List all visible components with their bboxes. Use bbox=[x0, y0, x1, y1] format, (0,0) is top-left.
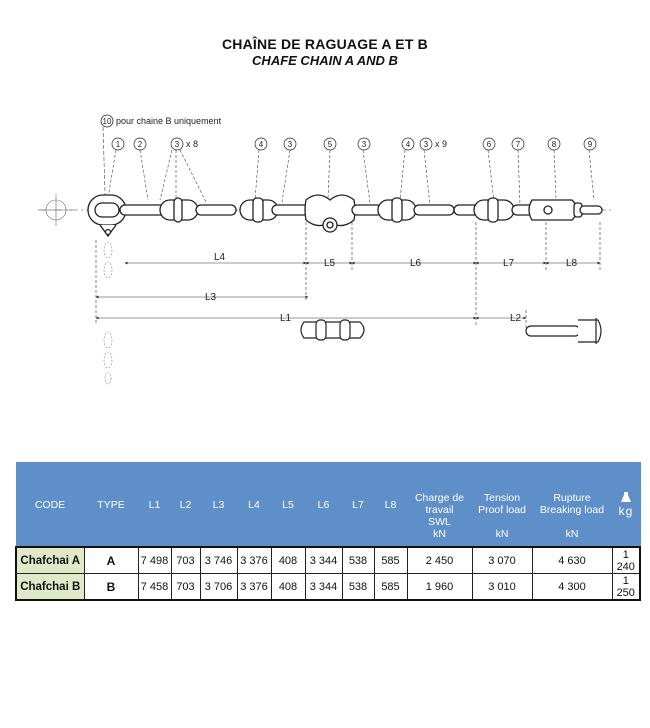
cell-weight: 1 240 bbox=[611, 546, 641, 574]
chafe-chain-diagram: 10 pour chaine B uniquement 1 2 3 x 8 4 … bbox=[38, 114, 612, 385]
callout-row: 1 2 3 x 8 4 3 5 3 4 3 x 9 6 7 8 9 bbox=[111, 137, 597, 151]
callout-4b: 4 bbox=[406, 140, 411, 149]
header-proof-unit: kN bbox=[495, 528, 509, 540]
table-row: Chafchai B B 7 458 703 3 706 3 376 408 3… bbox=[15, 573, 641, 601]
dimension-lines bbox=[95, 222, 601, 330]
cell-l6: 3 344 bbox=[304, 546, 343, 574]
header-swl-line1: Charge de bbox=[414, 492, 465, 504]
cell-weight: 1 250 bbox=[611, 573, 641, 601]
swivel bbox=[304, 194, 356, 227]
header-l3: L3 bbox=[199, 462, 238, 548]
callout-9: 9 bbox=[588, 140, 593, 149]
cell-code: Chafchai B bbox=[15, 573, 85, 601]
vertical-chain bbox=[103, 241, 113, 385]
header-l7: L7 bbox=[341, 462, 375, 548]
header-swl-line2: travail bbox=[425, 504, 454, 516]
cell-l4: 3 376 bbox=[236, 573, 272, 601]
header-weight: kg bbox=[611, 462, 641, 548]
header-break-line1: Rupture bbox=[553, 492, 591, 504]
header-proof-line1: Tension bbox=[483, 492, 521, 504]
cell-type: A bbox=[83, 546, 139, 574]
cell-swl: 2 450 bbox=[406, 546, 473, 574]
cell-l1: 7 498 bbox=[137, 546, 172, 574]
dim-l5: L5 bbox=[324, 258, 336, 269]
header-weight-unit: kg bbox=[618, 504, 634, 518]
cell-l5: 408 bbox=[270, 573, 306, 601]
header-swl-line3: SWL bbox=[428, 516, 451, 528]
callout-8: 8 bbox=[552, 140, 557, 149]
cell-l2: 703 bbox=[170, 546, 201, 574]
dimension-labels: L4 L5 L6 L7 L8 L3 L1 L2 bbox=[205, 252, 578, 324]
spec-table: CODE TYPE L1 L2 L3 L4 L5 L6 L7 L8 Charge… bbox=[15, 462, 641, 601]
page-title: CHAÎNE DE RAGUAGE A ET B bbox=[222, 36, 428, 52]
callout-3a: 3 bbox=[175, 140, 180, 149]
header-breaking: Rupture Breaking load kN bbox=[531, 462, 613, 548]
header-l5: L5 bbox=[270, 462, 306, 548]
qty-first: x 8 bbox=[186, 139, 198, 149]
cell-l6: 3 344 bbox=[304, 573, 343, 601]
header-proof: Tension Proof load kN bbox=[471, 462, 533, 548]
anchor-point bbox=[40, 194, 72, 226]
table-row: Chafchai A A 7 498 703 3 746 3 376 408 3… bbox=[15, 546, 641, 574]
cell-l3: 3 706 bbox=[199, 573, 238, 601]
dim-l2: L2 bbox=[510, 313, 522, 324]
dim-l6: L6 bbox=[410, 258, 422, 269]
header-code: CODE bbox=[15, 462, 85, 548]
dim-l8: L8 bbox=[566, 258, 578, 269]
detail-parts bbox=[300, 318, 602, 344]
callout-3b: 3 bbox=[288, 140, 293, 149]
callout-3c: 3 bbox=[362, 140, 367, 149]
header-l4: L4 bbox=[236, 462, 272, 548]
header-type: TYPE bbox=[83, 462, 139, 548]
callout-5: 5 bbox=[328, 140, 333, 149]
cell-breaking: 4 300 bbox=[531, 573, 613, 601]
header-proof-line2: Proof load bbox=[478, 504, 526, 516]
cell-l7: 538 bbox=[341, 546, 375, 574]
callout-2: 2 bbox=[138, 140, 143, 149]
callout-7: 7 bbox=[516, 140, 521, 149]
cell-l8: 585 bbox=[373, 546, 408, 574]
cell-proof: 3 010 bbox=[471, 573, 533, 601]
header-break-unit: kN bbox=[565, 528, 579, 540]
shackle bbox=[528, 199, 578, 221]
qty-second: x 9 bbox=[435, 139, 447, 149]
cell-code: Chafchai A bbox=[15, 546, 85, 574]
callout-4a: 4 bbox=[259, 140, 264, 149]
header-l6: L6 bbox=[304, 462, 343, 548]
common-link bbox=[119, 204, 167, 216]
cell-type: B bbox=[83, 573, 139, 601]
cell-l7: 538 bbox=[341, 573, 375, 601]
note-callout: 10 pour chaine B uniquement bbox=[100, 114, 222, 226]
header-swl-unit: kN bbox=[433, 528, 446, 540]
dim-l1: L1 bbox=[280, 313, 292, 324]
chain-links bbox=[87, 194, 603, 238]
cell-l1: 7 458 bbox=[137, 573, 172, 601]
cell-l8: 585 bbox=[373, 573, 408, 601]
header-break-line2: Breaking load bbox=[539, 504, 605, 516]
header-l1: L1 bbox=[137, 462, 172, 548]
header-swl: Charge de travail SWL kN bbox=[406, 462, 473, 548]
cell-breaking: 4 630 bbox=[531, 546, 613, 574]
cell-l3: 3 746 bbox=[199, 546, 238, 574]
callout-6: 6 bbox=[487, 140, 492, 149]
callout-3d: 3 bbox=[424, 140, 429, 149]
callout-1: 1 bbox=[116, 140, 121, 149]
table-header: CODE TYPE L1 L2 L3 L4 L5 L6 L7 L8 Charge… bbox=[15, 462, 641, 548]
note-text: pour chaine B uniquement bbox=[116, 116, 222, 126]
page-subtitle: CHAFE CHAIN A AND B bbox=[252, 53, 398, 68]
cell-l4: 3 376 bbox=[236, 546, 272, 574]
note-number: 10 bbox=[103, 117, 112, 126]
dim-l4: L4 bbox=[214, 252, 226, 263]
leader-lines bbox=[107, 149, 595, 206]
dim-l3: L3 bbox=[205, 292, 217, 303]
cell-proof: 3 070 bbox=[471, 546, 533, 574]
cell-l5: 408 bbox=[270, 546, 306, 574]
header-l2: L2 bbox=[170, 462, 201, 548]
cell-swl: 1 960 bbox=[406, 573, 473, 601]
weight-icon bbox=[621, 492, 631, 502]
dim-l7: L7 bbox=[503, 258, 515, 269]
cell-l2: 703 bbox=[170, 573, 201, 601]
header-l8: L8 bbox=[373, 462, 408, 548]
